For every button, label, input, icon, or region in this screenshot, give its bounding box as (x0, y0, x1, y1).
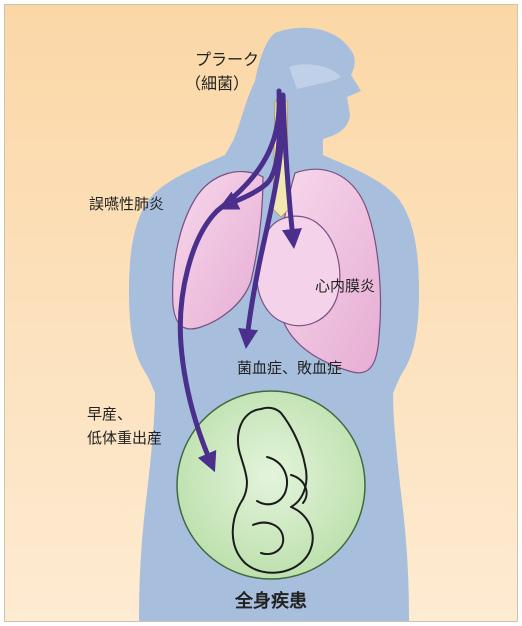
label-preterm-line2: 低体重出産 (87, 429, 162, 447)
womb-circle (177, 391, 365, 579)
label-systemic-disease: 全身疾患 (234, 590, 307, 612)
label-pneumonia: 誤嚥性肺炎 (89, 195, 164, 213)
label-bacteremia: 菌血症、敗血症 (237, 359, 342, 377)
label-endocarditis: 心内膜炎 (315, 277, 375, 295)
label-bacteria: （細菌） (185, 74, 249, 93)
label-preterm-line1: 早産、 (87, 405, 132, 423)
diagram-canvas: プラーク （細菌） 誤嚥性肺炎 心内膜炎 菌血症、敗血症 早産、 低体重出産 全… (5, 5, 517, 621)
label-plaque: プラーク (195, 50, 259, 69)
diagram-frame: プラーク （細菌） 誤嚥性肺炎 心内膜炎 菌血症、敗血症 早産、 低体重出産 全… (4, 4, 518, 622)
